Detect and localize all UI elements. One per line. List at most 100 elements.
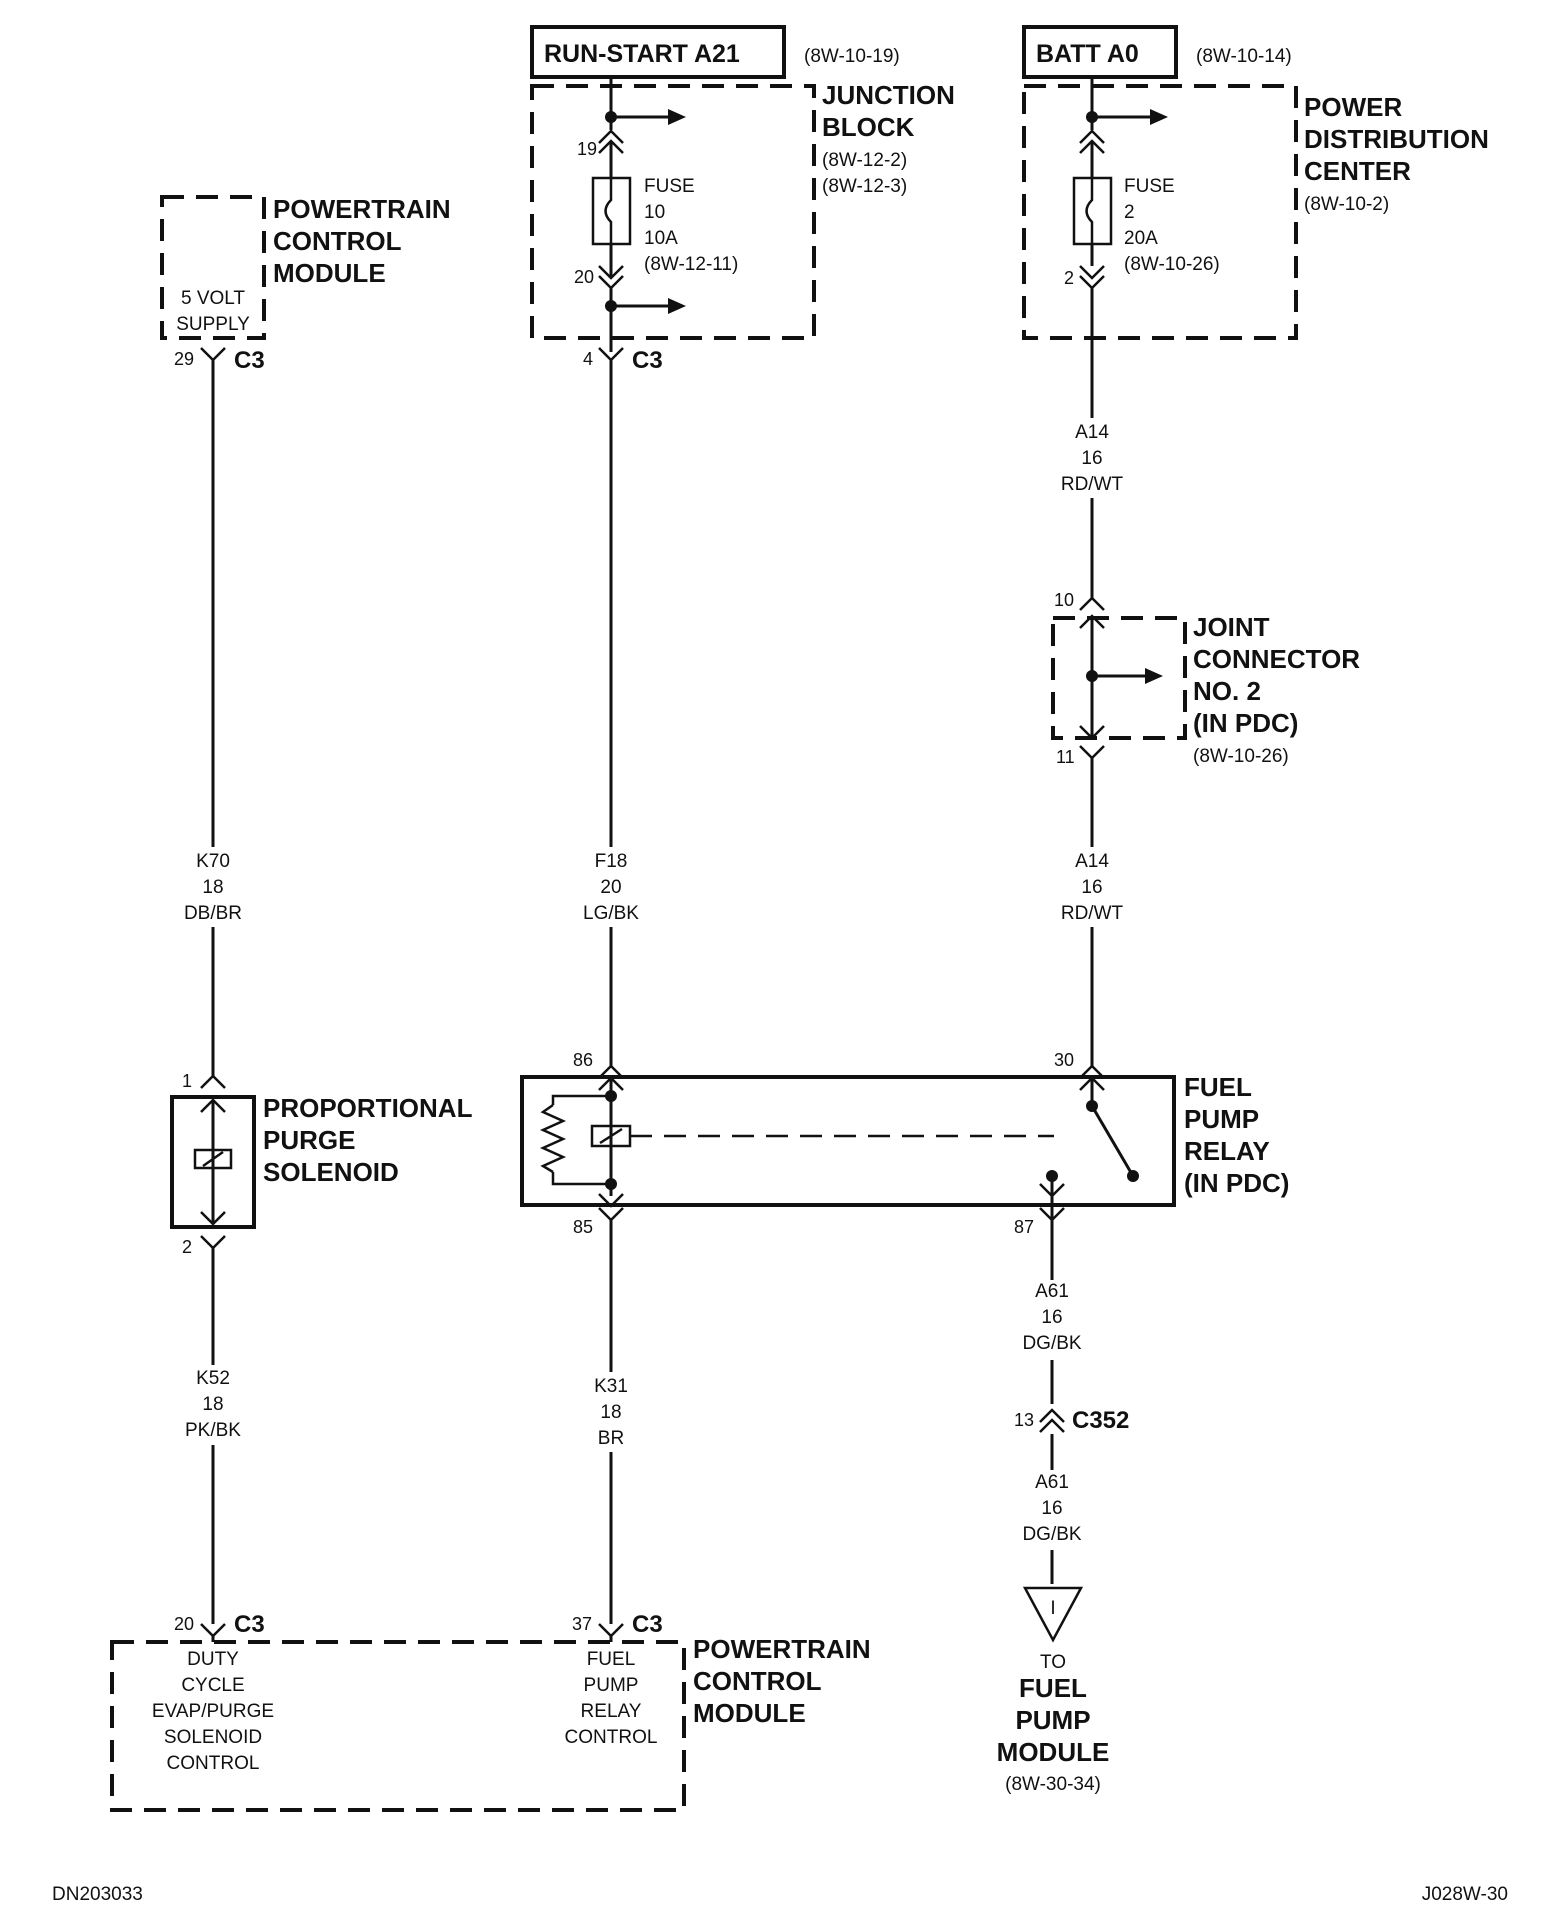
svg-text:PUMP: PUMP [1015, 1705, 1090, 1735]
svg-text:RELAY: RELAY [1184, 1136, 1270, 1166]
run-start-ref: (8W-10-19) [804, 46, 900, 67]
joint-connector-no-2: 10 11 JOINT CONNECTOR NO. 2 (IN PDC) (8W… [1051, 590, 1360, 767]
svg-text:(8W-10-26): (8W-10-26) [1193, 746, 1289, 767]
svg-text:SOLENOID: SOLENOID [164, 1727, 262, 1748]
run-start-label: RUN-START A21 [544, 40, 740, 68]
relay-pin-85: 85 [573, 1217, 593, 1237]
svg-text:NO. 2: NO. 2 [1193, 676, 1261, 706]
svg-text:18: 18 [202, 877, 223, 898]
svg-text:PUMP: PUMP [584, 1675, 639, 1696]
svg-text:18: 18 [202, 1394, 223, 1415]
svg-text:MODULE: MODULE [273, 258, 386, 288]
batt-source: BATT A0 (8W-10-14) [1022, 25, 1292, 79]
svg-text:20A: 20A [1124, 228, 1158, 249]
svg-text:DG/BK: DG/BK [1022, 1524, 1081, 1545]
svg-text:PROPORTIONAL: PROPORTIONAL [263, 1093, 473, 1123]
svg-text:DB/BR: DB/BR [184, 903, 242, 924]
junction-block: 19 FUSE 10 10A (8W-12-11) 20 JUNCTION BL… [530, 77, 955, 352]
svg-text:A14: A14 [1075, 851, 1109, 872]
svg-text:10A: 10A [644, 228, 678, 249]
batt-ref: (8W-10-14) [1196, 46, 1292, 67]
svg-text:POWERTRAIN: POWERTRAIN [273, 194, 451, 224]
svg-text:CYCLE: CYCLE [181, 1675, 244, 1696]
svg-text:CONTROL: CONTROL [273, 226, 402, 256]
svg-text:PURGE: PURGE [263, 1125, 355, 1155]
svg-text:(8W-12-11): (8W-12-11) [644, 254, 738, 275]
svg-text:(IN PDC): (IN PDC) [1184, 1168, 1289, 1198]
svg-text:5 VOLT: 5 VOLT [181, 288, 245, 309]
svg-text:LG/BK: LG/BK [583, 903, 639, 924]
fuel-pump-module-ref: I TO FUEL PUMP MODULE (8W-30-34) [997, 1586, 1110, 1795]
pcm-top-pin: 29 [174, 349, 194, 369]
svg-text:A61: A61 [1035, 1472, 1069, 1493]
footer-left-code: DN203033 [52, 1884, 143, 1905]
relay-pin-86: 86 [573, 1050, 593, 1070]
svg-text:(IN PDC): (IN PDC) [1193, 708, 1298, 738]
svg-text:F18: F18 [595, 851, 628, 872]
offpage-triangle [1022, 1586, 1084, 1643]
pcm-bottom: 20 C3 37 C3 DUTY CYCLE EVAP/PURGE SOLENO… [110, 1611, 871, 1812]
svg-text:EVAP/PURGE: EVAP/PURGE [152, 1701, 274, 1722]
svg-text:(8W-10-2): (8W-10-2) [1304, 194, 1389, 215]
pdc-pin-2: 2 [1064, 268, 1074, 288]
relay-pin-87: 87 [1014, 1217, 1034, 1237]
jb-pin-20: 20 [574, 267, 594, 287]
svg-text:I: I [1050, 1598, 1055, 1619]
relay-pin-30: 30 [1054, 1050, 1074, 1070]
svg-text:K70: K70 [196, 851, 230, 872]
svg-text:CONTROL: CONTROL [565, 1727, 658, 1748]
svg-text:FUSE: FUSE [644, 176, 695, 197]
svg-text:RD/WT: RD/WT [1061, 474, 1124, 495]
pcm-top: 5 VOLT SUPPLY POWERTRAIN CONTROL MODULE … [160, 194, 451, 374]
svg-text:16: 16 [1081, 448, 1102, 469]
svg-text:TO: TO [1040, 1652, 1066, 1673]
footer-right-code: J028W-30 [1422, 1884, 1508, 1905]
svg-text:POWER: POWER [1304, 92, 1402, 122]
svg-text:(8W-12-2): (8W-12-2) [822, 150, 907, 171]
svg-text:2: 2 [1124, 202, 1135, 223]
svg-text:RELAY: RELAY [581, 1701, 642, 1722]
svg-text:CENTER: CENTER [1304, 156, 1411, 186]
svg-text:DG/BK: DG/BK [1022, 1333, 1081, 1354]
svg-text:10: 10 [644, 202, 665, 223]
svg-text:K52: K52 [196, 1368, 230, 1389]
svg-text:PUMP: PUMP [1184, 1104, 1259, 1134]
c352-pin: 13 [1014, 1410, 1034, 1430]
svg-text:DUTY: DUTY [187, 1649, 239, 1670]
joint-pin-11: 11 [1056, 747, 1075, 767]
fuel-pump-relay: 86 30 87 85 FUEL PUMP RELAY (IN PDC) [520, 1050, 1289, 1237]
svg-text:(8W-30-34): (8W-30-34) [1005, 1774, 1101, 1795]
svg-text:FUEL: FUEL [1184, 1072, 1252, 1102]
svg-text:MODULE: MODULE [997, 1737, 1110, 1767]
svg-text:PK/BK: PK/BK [185, 1420, 241, 1441]
svg-text:FUEL: FUEL [1019, 1673, 1087, 1703]
svg-text:A61: A61 [1035, 1281, 1069, 1302]
proportional-purge-solenoid: 1 2 PROPORTIONAL PURGE SOLENOID [170, 1071, 473, 1257]
svg-text:DISTRIBUTION: DISTRIBUTION [1304, 124, 1489, 154]
pcm-bottom-connector-right: C3 [632, 1611, 663, 1638]
svg-text:A14: A14 [1075, 422, 1109, 443]
pcm-bottom-connector-left: C3 [234, 1611, 265, 1638]
svg-text:20: 20 [600, 877, 621, 898]
svg-text:SUPPLY: SUPPLY [176, 314, 250, 335]
jb-pin-19: 19 [577, 139, 597, 159]
run-start-source: RUN-START A21 (8W-10-19) [530, 25, 900, 79]
pcm-top-connector: C3 [234, 347, 265, 374]
pcm-bottom-pin-20: 20 [174, 1614, 194, 1634]
svg-text:CONNECTOR: CONNECTOR [1193, 644, 1360, 674]
svg-text:JOINT: JOINT [1193, 612, 1270, 642]
svg-text:FUSE: FUSE [1124, 176, 1175, 197]
joint-pin-10: 10 [1054, 590, 1074, 610]
svg-text:(8W-12-3): (8W-12-3) [822, 176, 907, 197]
jb-c3-pin: 4 [583, 349, 593, 369]
svg-text:RD/WT: RD/WT [1061, 903, 1124, 924]
svg-text:K31: K31 [594, 1376, 628, 1397]
jb-c3-connector: C3 [632, 347, 663, 374]
svg-text:CONTROL: CONTROL [167, 1753, 260, 1774]
pcm-bottom-pin-37: 37 [572, 1614, 592, 1634]
svg-text:16: 16 [1041, 1307, 1062, 1328]
svg-text:CONTROL: CONTROL [693, 1666, 822, 1696]
solenoid-pin-2: 2 [182, 1237, 192, 1257]
